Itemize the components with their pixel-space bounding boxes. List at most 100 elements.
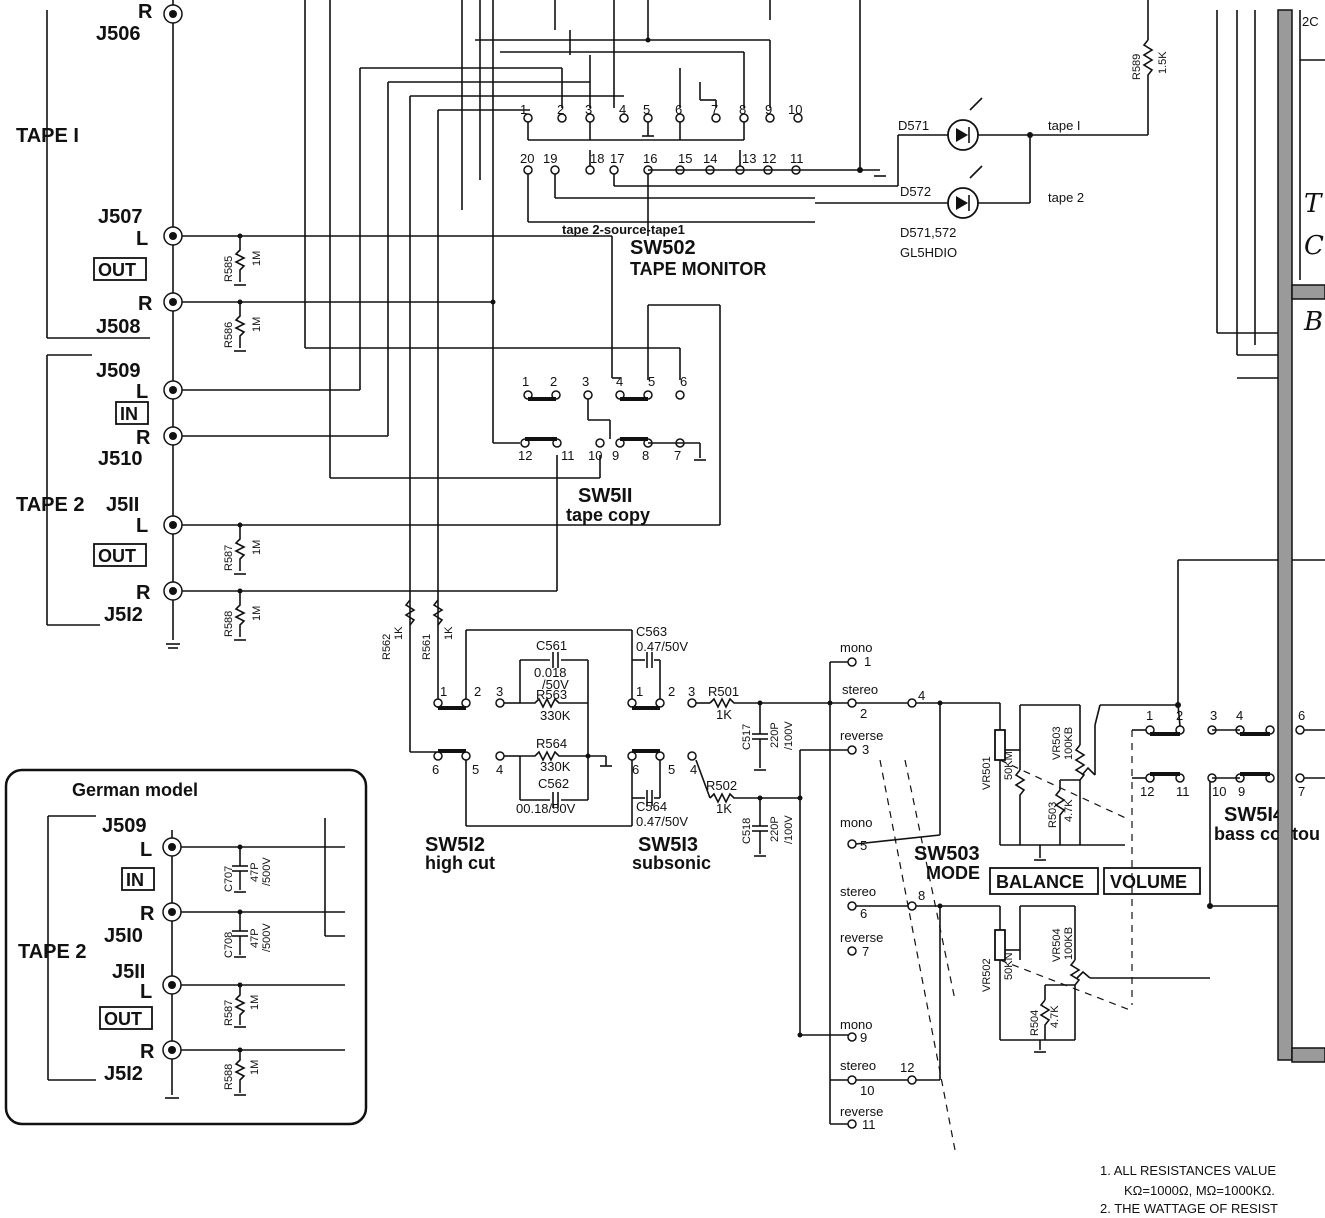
svg-text:10: 10 (788, 102, 802, 117)
jack-panel (46, 0, 720, 649)
svg-text:18: 18 (590, 151, 604, 166)
c564-label: C564 (636, 799, 667, 814)
svg-text:12: 12 (900, 1060, 914, 1075)
svg-text:1: 1 (1146, 708, 1153, 723)
led-d571 (947, 97, 983, 151)
sw514-name: bass contou (1214, 824, 1320, 844)
svg-text:11: 11 (862, 1117, 876, 1132)
c518-value1: 220P (769, 816, 781, 842)
svg-text:9: 9 (1238, 784, 1245, 799)
svg-text:8: 8 (918, 888, 925, 903)
svg-text:1: 1 (522, 374, 529, 389)
c517-value2: /100V (783, 721, 795, 750)
svg-text:5: 5 (860, 838, 867, 853)
volume-label: VOLUME (1110, 872, 1187, 892)
svg-text:4: 4 (496, 762, 503, 777)
svg-text:6: 6 (432, 762, 439, 777)
j507-l-label: L (136, 228, 148, 250)
corner-label: 2C (1302, 14, 1319, 29)
svg-text:6: 6 (860, 906, 867, 921)
j506-label: J506 (96, 23, 141, 45)
g-out-label: OUT (104, 1009, 142, 1029)
resistor-r588 (234, 588, 246, 641)
r589-label: R589 (1131, 54, 1143, 80)
r586-value: 1M (251, 317, 263, 332)
vr503-label: VR503 (1051, 726, 1063, 760)
mode-mono-1: mono (840, 640, 873, 655)
g-r587-value: 1M (249, 995, 261, 1010)
g-r588-label: R588 (223, 1064, 235, 1090)
c708-value1: 47P (249, 928, 261, 948)
mode-stereo-2: stereo (842, 682, 878, 697)
svg-text:4: 4 (690, 762, 697, 777)
r563-label: R563 (536, 687, 567, 702)
r564-value: 330K (540, 759, 571, 774)
svg-text:7: 7 (862, 944, 869, 959)
c561-label: C561 (536, 638, 567, 653)
j511-label: J5II (106, 494, 139, 516)
svg-text:B: B (1303, 307, 1323, 337)
jack-j511 (163, 515, 183, 535)
sw513-label: SW5I3 (638, 834, 698, 856)
c563-value: 0.47/50V (636, 639, 688, 654)
svg-text:7: 7 (1298, 784, 1305, 799)
r561-label: R561 (421, 634, 433, 660)
german-model-box: German model J509 (4, 768, 368, 1126)
g-l2-label: L (140, 981, 152, 1003)
svg-text:12: 12 (518, 448, 532, 463)
sw502-label: SW502 (630, 237, 696, 259)
tape1-label: TAPE I (16, 125, 79, 147)
svg-text:14: 14 (703, 151, 717, 166)
c562-value: 00.18/50V (516, 801, 576, 816)
r585-label: R585 (223, 256, 235, 282)
svg-text:15: 15 (678, 151, 692, 166)
svg-text:2: 2 (474, 684, 481, 699)
r561-value: 1K (443, 626, 455, 640)
j508-r-label: R (138, 293, 153, 315)
tape2-led-label: tape 2 (1048, 190, 1084, 205)
vr501-label: VR501 (981, 756, 993, 790)
svg-text:2: 2 (668, 684, 675, 699)
mode-mono-5: mono (840, 815, 873, 830)
svg-text:6: 6 (680, 374, 687, 389)
c518-label: C518 (741, 818, 753, 844)
svg-text:C: C (1304, 231, 1324, 261)
svg-text:1: 1 (864, 654, 871, 669)
svg-text:4: 4 (619, 102, 626, 117)
svg-text:2: 2 (557, 102, 564, 117)
c561-value2: /50V (542, 677, 569, 692)
c708-value2: /500V (261, 923, 273, 952)
c707-label: C707 (223, 866, 235, 892)
jack-labels: R J506 TAPE I J507 L OUT R J508 J509 L I… (16, 1, 263, 637)
g-j512-label: J5I2 (104, 1063, 143, 1085)
svg-text:10: 10 (588, 448, 602, 463)
svg-text:5: 5 (472, 762, 479, 777)
svg-text:8: 8 (642, 448, 649, 463)
tape2-label: TAPE 2 (16, 494, 85, 516)
jack-j508 (163, 292, 183, 312)
svg-text:11: 11 (790, 151, 804, 166)
note-1a: 1. ALL RESISTANCES VALUE (1100, 1163, 1276, 1178)
j510-r-label: R (136, 427, 151, 449)
r502-value: 1K (716, 801, 732, 816)
j509-l-label: L (136, 381, 148, 403)
svg-text:1: 1 (440, 684, 447, 699)
jack-j510 (163, 426, 183, 446)
r502-label: R502 (706, 778, 737, 793)
sw513-name: subsonic (632, 853, 711, 873)
resistor-r587 (234, 522, 246, 575)
c707-value1: 47P (249, 862, 261, 882)
svg-text:13: 13 (742, 151, 756, 166)
in1-label: IN (120, 404, 138, 424)
notes: 1. ALL RESISTANCES VALUE KΩ=1000Ω, MΩ=10… (1100, 1163, 1278, 1216)
mode-stereo-6: stereo (840, 884, 876, 899)
led-indicators: D571 D572 D571,572 GL5HDIO tape I tape 2… (815, 0, 1169, 260)
j508-label: J508 (96, 316, 141, 338)
c518-value2: /100V (783, 815, 795, 844)
sw503-label: SW503 (914, 843, 980, 865)
german-title: German model (72, 780, 198, 800)
